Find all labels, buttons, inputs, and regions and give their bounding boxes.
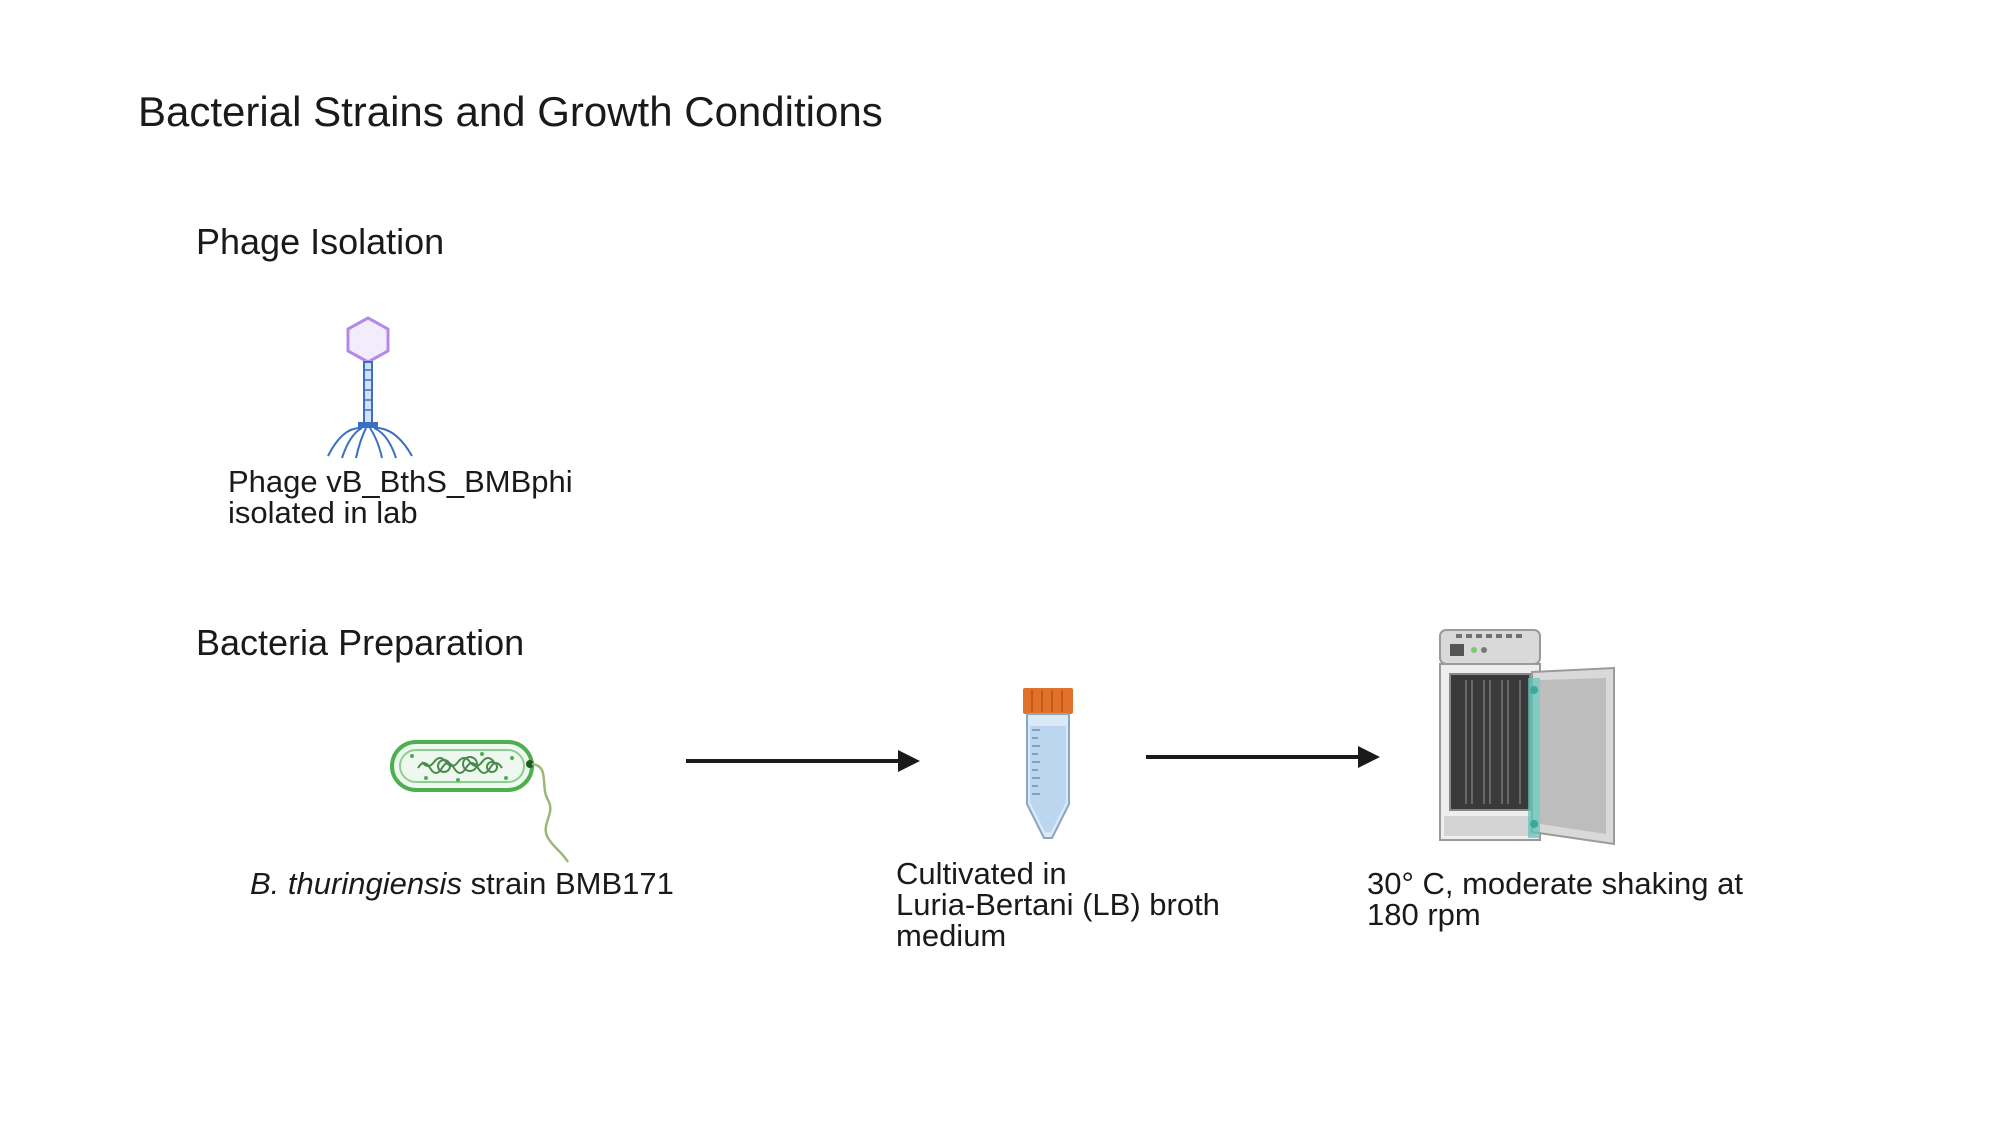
phage-caption-line1: Phage vB_BthS_BMBphi [228, 464, 573, 499]
strain-caption: B. thuringiensis strain BMB171 [250, 868, 674, 899]
phage-capsid [346, 316, 390, 364]
bacterium-icon [390, 740, 570, 863]
bacterium-nucleoid [417, 756, 503, 774]
section-heading-bacteria-preparation: Bacteria Preparation [196, 622, 525, 663]
phage-caption-line2: isolated in lab [228, 495, 418, 530]
incubator-shaker-icon [1439, 629, 1615, 846]
centrifuge-tube-icon [1023, 688, 1073, 839]
bacterium-flagellum [531, 762, 570, 863]
tube-caption: Cultivated in Luria-Bertani (LB) broth m… [896, 858, 1220, 951]
page-title: Bacterial Strains and Growth Conditions [138, 88, 883, 135]
incubator-door-seal [1528, 678, 1540, 838]
phage-tail [363, 361, 373, 425]
phage-baseplate [358, 422, 378, 428]
tube-caption-line1: Cultivated in [896, 856, 1067, 891]
right-arrow-icon [1146, 746, 1380, 768]
incubator-display [1450, 644, 1464, 656]
incubator-caption: 30° C, moderate shaking at 180 rpm [1367, 868, 1743, 930]
phage-caption: Phage vB_BthS_BMBphi isolated in lab [228, 466, 573, 528]
tube-caption-line3: medium [896, 918, 1007, 953]
section-heading-phage-isolation: Phage Isolation [196, 221, 445, 262]
bacteriophage-icon [327, 316, 413, 459]
phage-tail-fibers [327, 427, 413, 459]
right-arrow-icon [686, 750, 920, 772]
strain-species-name: B. thuringiensis [250, 866, 462, 901]
incubator-caption-line2: 180 rpm [1367, 897, 1481, 932]
incubator-caption-line1: 30° C, moderate shaking at [1367, 866, 1743, 901]
tube-cap [1023, 688, 1073, 714]
strain-name: strain BMB171 [461, 866, 674, 901]
tube-caption-line2: Luria-Bertani (LB) broth [896, 887, 1220, 922]
